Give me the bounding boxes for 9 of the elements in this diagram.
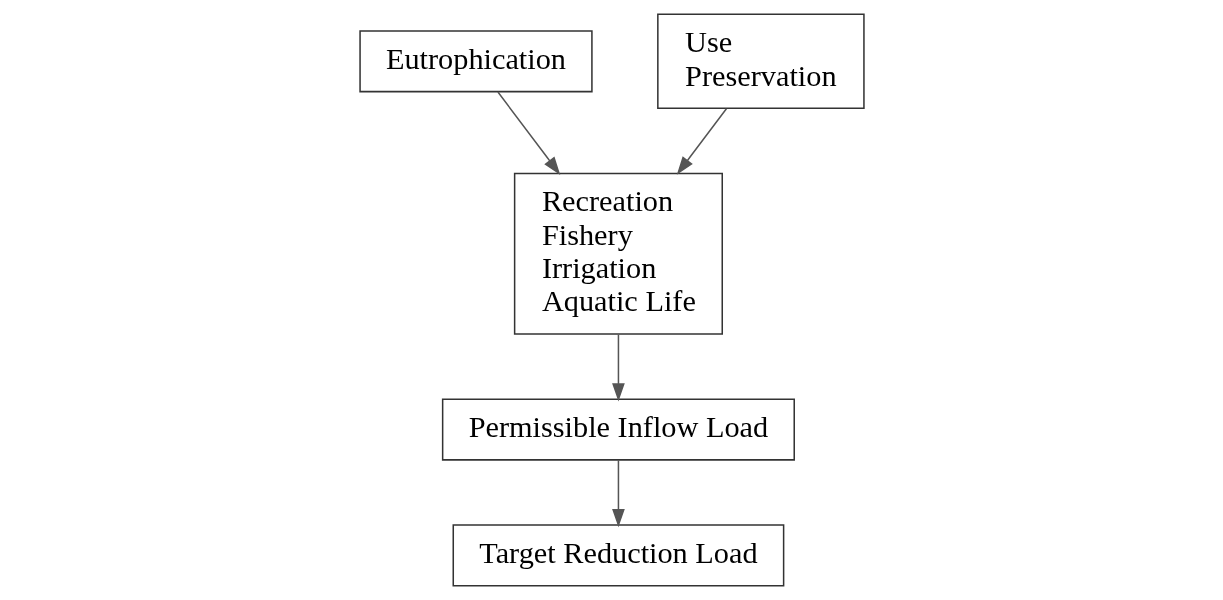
node-box: Target Reduction Load xyxy=(452,524,784,587)
node-box: Permissible Inflow Load xyxy=(441,398,795,461)
arrow xyxy=(496,91,560,175)
node-box: Recreation Fishery Irrigation Aquatic Life xyxy=(513,172,723,335)
arrow xyxy=(611,459,625,528)
arrow xyxy=(676,107,727,175)
node-box: Use Preservation xyxy=(656,13,865,110)
node-box: Eutrophication xyxy=(358,30,593,93)
arrow xyxy=(611,333,625,402)
